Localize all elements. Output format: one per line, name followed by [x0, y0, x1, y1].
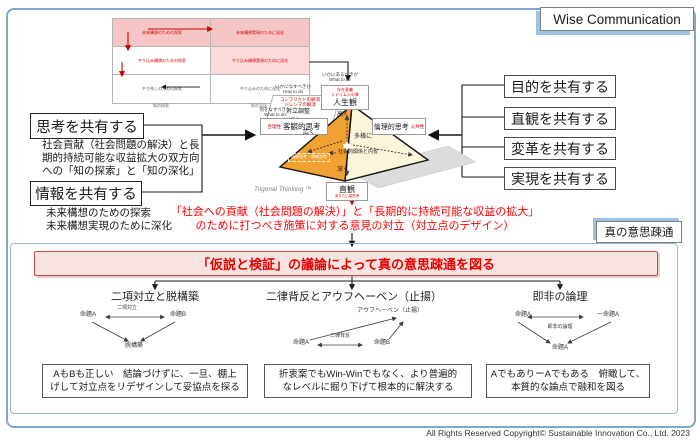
- share-purpose-box: 目的を共有する: [504, 75, 616, 98]
- pyramid-q-howto: いかになすべきか How to do: [275, 84, 311, 95]
- trigonal-trademark: Trigonal Thinking ™: [254, 186, 312, 193]
- share-info-desc: 未来構想のための探索 未来構想実現のために深化: [46, 207, 172, 233]
- proposition-a-label: 命題A: [292, 340, 309, 346]
- method-note-deconstruction: AもBも正しい 結論づけずに、一旦、棚上 げして対立点をリデザインして妥協点を探…: [42, 364, 248, 398]
- proposition-nota-label: ー命題A: [596, 312, 619, 318]
- method-header-aufheben: 二律背反とアウフヘーベン（止揚）: [266, 291, 442, 303]
- deductive-inductive-note: 演繹思考・帰納思考: [288, 153, 330, 162]
- matrix-cell: 未来構想実現のために深化: [210, 18, 310, 48]
- axis-wide-label: 広く: [303, 130, 316, 136]
- proposition-b-label: 命題B: [169, 312, 186, 318]
- result-label: アウフヘーベン（止揚）: [356, 308, 423, 314]
- copyright-text: All Rights Reserved Copyright© Sustainab…: [426, 428, 690, 438]
- matrix-x-label: 知の探索: [153, 103, 169, 108]
- share-thought-box: 思考を共有する: [30, 113, 144, 139]
- true-communication-tag: 真の意思疎通: [596, 221, 682, 243]
- title-box: Wise Communication: [540, 7, 694, 31]
- social-relation-note: 社会的関係と内省: [338, 149, 379, 155]
- pyramid-q-todo: 何をなすべきか What to do: [259, 107, 291, 118]
- share-change-box: 変革を共有する: [504, 137, 616, 160]
- matrix-cell: やり込み構想のための探索: [112, 46, 212, 76]
- life-view-box: 存在意義 ミドリムシの夢 人生観: [321, 85, 369, 110]
- true-communication-frame: [10, 243, 678, 414]
- result-label: 脱構築: [124, 343, 143, 349]
- relation-label: 二律背反: [329, 333, 350, 339]
- share-realization-box: 実現を共有する: [504, 167, 616, 190]
- matrix-cell: やり残しのための探索: [112, 74, 212, 104]
- matrix-cell: やり込み構想実現のために深化: [210, 46, 310, 76]
- axis-diverse-label: 多様に: [354, 134, 373, 140]
- method-note-aufheben: 折衷案でもWin-Winでもなく、より普遍的 なレベルに掘り下げて根本的に解決す…: [264, 364, 472, 398]
- conflict-statement: 「社会への貢献（社会問題の解決）」と「長期的に持続可能な収益の拡大」 のために打…: [170, 206, 540, 232]
- conflict-resolution-labels: コンフリクトの解消 ジレンマの解消: [279, 97, 321, 108]
- result-label: 命題A: [551, 345, 568, 351]
- outer-frame: [6, 8, 696, 428]
- proposition-a-label: 命題A: [514, 312, 531, 318]
- page-title: Wise Communication: [553, 11, 681, 27]
- relation-label: 即非の論理: [547, 324, 573, 330]
- relation-label: 二項対立: [116, 305, 137, 311]
- matrix-cell: 未来構想のための探索: [112, 18, 212, 48]
- objective-thinking-box: 合理性 客観的思考: [260, 118, 328, 135]
- method-header-sokuhi: 即非の論理: [532, 291, 588, 303]
- hypothesis-banner: 「仮説と検証」の議論によって真の意思疎通を図る: [34, 251, 658, 276]
- pyramid-q-tobe: いかにあるべきか What to be: [322, 72, 358, 83]
- axis-high-label: 高く: [337, 112, 350, 118]
- conflict-adjust-label: 対立調整: [286, 109, 311, 115]
- share-thought-desc: 社会貢献（社会問題の解決）と長 期的持続可能な収益拡大の双方向 への「知の探索」…: [42, 139, 200, 178]
- proposition-b-label: 命題B: [373, 340, 390, 346]
- share-intuition-box: 直観を共有する: [504, 107, 616, 130]
- intuition-box: 直観 ありたい姿思考: [326, 182, 368, 201]
- axis-deep-label: 深く: [337, 167, 350, 173]
- proposition-a-label: 命題A: [79, 312, 96, 318]
- matrix-x-label: 知の深化: [251, 103, 267, 108]
- ethical-thinking-box: 倫理的思考 公共性: [372, 118, 426, 135]
- share-info-box: 情報を共有する: [30, 181, 142, 206]
- method-header-deconstruction: 二項対立と脱構築: [111, 291, 199, 303]
- method-note-sokuhi: AでもありーAでもある 俯瞰して、 本質的な論点で融和を図る: [486, 364, 650, 398]
